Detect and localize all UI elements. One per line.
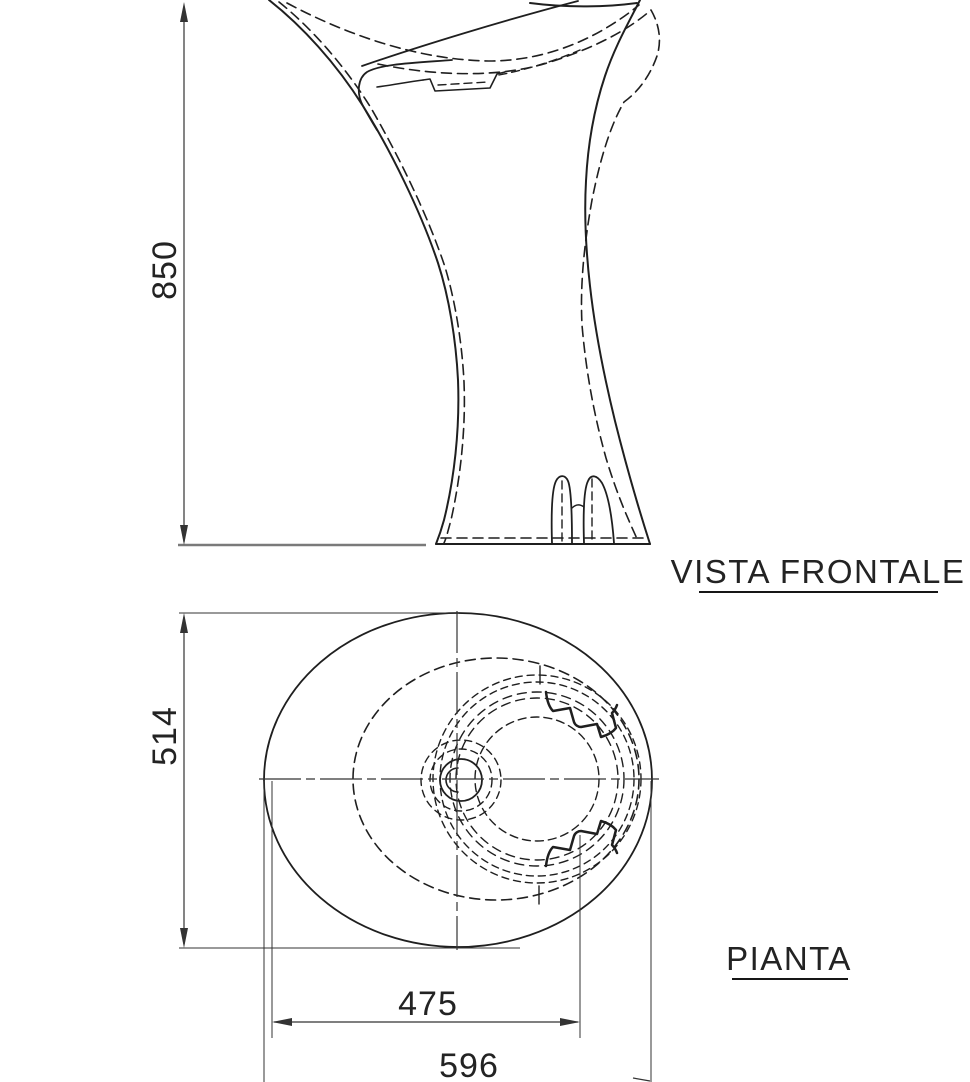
front-inner-wall-hook bbox=[357, 59, 453, 131]
arrow-right-icon bbox=[560, 1018, 580, 1026]
front-rim-edge bbox=[361, 0, 579, 67]
dim-850-text: 850 bbox=[146, 240, 184, 300]
front-rim-top-edge bbox=[529, 2, 638, 8]
front-left-outline bbox=[268, 0, 460, 545]
drain-ring-inner bbox=[429, 748, 493, 812]
pipe-arch-left bbox=[550, 475, 573, 544]
dim-475-text: 475 bbox=[398, 985, 458, 1023]
rim-back-hidden-arc bbox=[286, 2, 640, 62]
arrow-down-icon bbox=[180, 525, 188, 545]
front-left-hidden-line bbox=[278, 1, 466, 544]
dim-514-text: 514 bbox=[146, 706, 184, 766]
front-right-hidden-line bbox=[377, 9, 661, 542]
drain-recess bbox=[422, 71, 506, 92]
arrow-down-icon bbox=[180, 928, 188, 948]
arrow-up-icon bbox=[180, 613, 188, 633]
dimension-850: 850 bbox=[146, 2, 188, 545]
front-right-outline bbox=[584, 0, 651, 545]
mounting-bracket-top bbox=[544, 690, 619, 739]
drain-hole bbox=[439, 758, 483, 802]
drain-inner-arc bbox=[445, 767, 459, 793]
dimension-514: 514 bbox=[146, 612, 520, 949]
plan-view-label: PIANTA bbox=[726, 940, 852, 977]
dim-596-text: 596 bbox=[439, 1047, 499, 1082]
pipe-arch-bridge bbox=[571, 504, 585, 509]
bowl-hidden-right bbox=[498, 49, 581, 76]
front-view-drawing: 850 VISTA FRONTALE bbox=[146, 0, 966, 593]
bowl-bottom-edge bbox=[376, 79, 424, 88]
arrow-up-icon bbox=[180, 2, 188, 22]
arrow-left-icon bbox=[272, 1018, 292, 1026]
drain-recess-hidden bbox=[437, 81, 489, 86]
pipe-arch-right bbox=[582, 475, 615, 544]
front-view-label: VISTA FRONTALE bbox=[671, 553, 966, 590]
mounting-bracket-bottom bbox=[544, 819, 619, 868]
dimension-596: 596 bbox=[263, 781, 652, 1082]
drain-ring-outer bbox=[420, 739, 502, 821]
plan-view-drawing: 514 475 596 PIANTA bbox=[146, 611, 852, 1082]
dimension-475: 475 bbox=[271, 781, 581, 1038]
